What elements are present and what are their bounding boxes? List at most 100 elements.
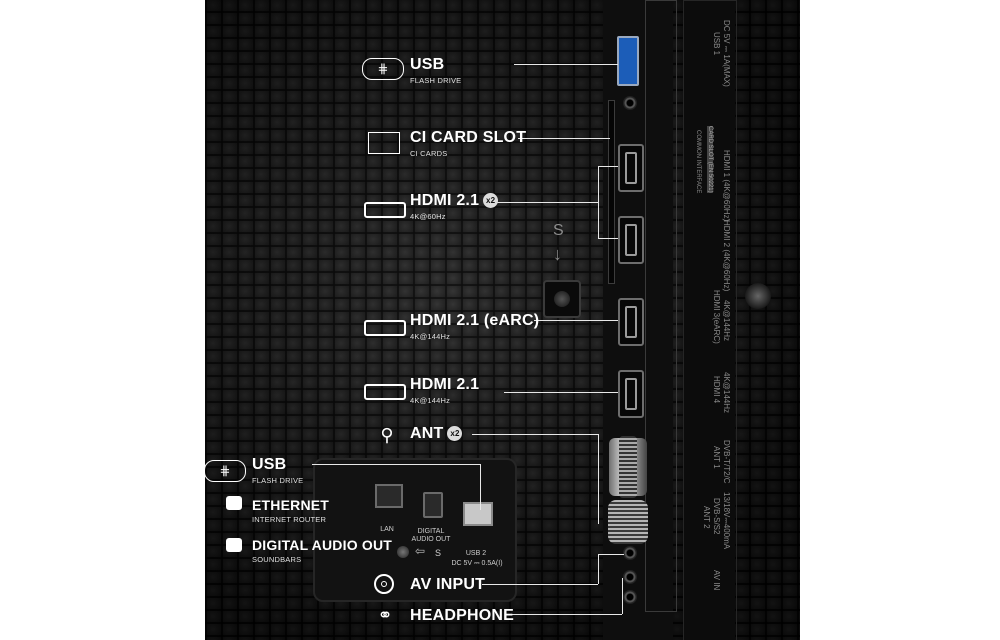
ant1-connector [609, 436, 647, 498]
line-usb-bottom-v [480, 464, 481, 510]
av-input-icon [374, 574, 394, 594]
hdmi-b-sub: 4K@144Hz [410, 396, 451, 405]
line-hdmi-x2-top [598, 166, 618, 167]
label-usb-top: USB FLASH DRIVE [410, 56, 461, 85]
s-left-arrow-icon: ⇦ [415, 544, 426, 558]
usb2-power-label: DC 5V ⎓ 0.5A(I) [451, 560, 503, 567]
hdmi3-rate-text: 4K@144Hz [722, 300, 731, 342]
label-digital-audio: DIGITAL AUDIO OUT SOUNDBARS [252, 537, 392, 564]
hdmi-earc-title: HDMI 2.1 (eARC) [410, 312, 540, 329]
ant2-power-text: 13/18V⎓400mA [722, 492, 731, 550]
optical-port [423, 492, 443, 518]
label-usb-bottom: USB FLASH DRIVE [252, 456, 303, 485]
label-hdmi-earc: HDMI 2.1 (eARC) 4K@144Hz [410, 312, 539, 341]
mount-screw [543, 280, 581, 318]
s-down-arrow-icon: ↓ [553, 244, 562, 264]
jack-top [623, 96, 637, 110]
hdmi-a-title: HDMI 2.1 [410, 192, 480, 209]
line-av-top [598, 554, 624, 555]
hdmi3-text: HDMI 3(eARC) [712, 290, 721, 344]
hdmi2-text: HDMI 2 (4K@60Hz) [722, 220, 731, 292]
label-av-input: AV INPUT [410, 576, 485, 594]
av-input-icon-dot [381, 581, 387, 587]
usb-icon: ⋕ [362, 58, 404, 80]
usb-top-sub: FLASH DRIVE [410, 76, 462, 85]
hdmi-a-sub: 4K@60Hz [410, 212, 446, 221]
screw-head [554, 291, 570, 307]
usb-port-top [617, 36, 639, 86]
line-hdmi-x2-bot [598, 238, 618, 239]
digital-audio-icon [226, 538, 242, 552]
av-jack [623, 546, 637, 560]
label-strip [683, 0, 735, 640]
ant1-text: ANT 1 [712, 446, 721, 469]
port-strip-edge [645, 0, 677, 612]
label-strip-edge [683, 0, 737, 640]
hdmi1-text: HDMI 1 (4K@60Hz) [722, 150, 731, 222]
ant1-type-text: DVB-T/T2/C [722, 440, 731, 484]
s-marker: S [553, 222, 564, 239]
ethernet-sub: INTERNET ROUTER [252, 515, 327, 524]
hdmi-a-badge: x2 [483, 193, 499, 208]
line-ci [518, 138, 610, 139]
hdmi-port-2 [618, 216, 644, 264]
ant-title: ANT [410, 425, 444, 442]
lan-port [375, 484, 403, 508]
hdmi-port-3 [618, 298, 644, 346]
card-slot-note-text: CARD SLOT (EN 50221) [707, 126, 713, 193]
hdmi4-text: HDMI 4 [712, 376, 721, 404]
line-hdmi-b [504, 392, 618, 393]
line-hdmi-earc [534, 320, 618, 321]
bottom-port-recess [313, 458, 517, 602]
line-usb-top [514, 64, 618, 65]
hdmi4-rate-text: 4K@144Hz [722, 372, 731, 414]
digital-audio-sub: SOUNDBARS [252, 555, 302, 564]
hdmi-earc-sub: 4K@144Hz [410, 332, 451, 341]
recess-s-label: S [434, 548, 441, 558]
label-ethernet: ETHERNET INTERNET ROUTER [252, 497, 329, 524]
ethernet-icon [226, 496, 242, 510]
line-ant-h [472, 434, 598, 435]
av-input-title: AV INPUT [410, 576, 486, 593]
antenna-icon: ⚲ [380, 425, 394, 445]
line-av [482, 584, 598, 585]
headphone-jack-2 [623, 590, 637, 604]
ant2-type-text: DVB-S/S2 [712, 498, 721, 535]
line-ant-v [598, 434, 599, 524]
usb1-text: USB 1 [712, 32, 721, 56]
usb-bottom-title: USB [252, 456, 287, 473]
ci-slot-sub: CI CARDS [410, 149, 448, 158]
hdmi-port-1 [618, 144, 644, 192]
digital-audio-title: DIGITAL AUDIO OUT [252, 537, 393, 553]
lan-label: LAN [380, 526, 394, 533]
usb-port-bottom [463, 502, 493, 526]
digital-audio-out-label: DIGITAL AUDIO OUT [411, 528, 451, 543]
usb-icon-bottom: ⋕ [204, 460, 246, 482]
line-headphone [508, 614, 622, 615]
hdmi-port-4 [618, 370, 644, 418]
common-interface-text: COMMON INTERFACE [695, 130, 701, 194]
usb1-power-text: DC 5V ⎓ 1A(MAX) [722, 20, 731, 87]
ant-badge: x2 [447, 426, 463, 441]
line-headphone-v [622, 578, 623, 614]
ci-card-slot [608, 100, 615, 284]
label-ci-slot: CI CARD SLOT CI CARDS [410, 129, 526, 158]
right-screw [745, 283, 771, 309]
ant2-connector [608, 500, 648, 544]
hdmi-b-title: HDMI 2.1 [410, 376, 480, 393]
headphone-title: HEADPHONE [410, 607, 515, 624]
line-usb-bottom-h [312, 464, 480, 465]
ant2-text: ANT 2 [702, 506, 711, 529]
ethernet-title: ETHERNET [252, 497, 330, 513]
av-in-text: AV IN [712, 570, 721, 591]
hdmi-icon-1 [364, 202, 406, 218]
label-headphone: HEADPHONE [410, 607, 514, 625]
usb2-label: USB 2 [465, 550, 487, 557]
ci-slot-title: CI CARD SLOT [410, 129, 527, 146]
label-hdmi-b: HDMI 2.1 4K@144Hz [410, 376, 479, 405]
line-hdmi-x2-v [598, 166, 599, 238]
headphone-jack-1 [623, 570, 637, 584]
headphone-icon: ⚭ [377, 605, 393, 625]
